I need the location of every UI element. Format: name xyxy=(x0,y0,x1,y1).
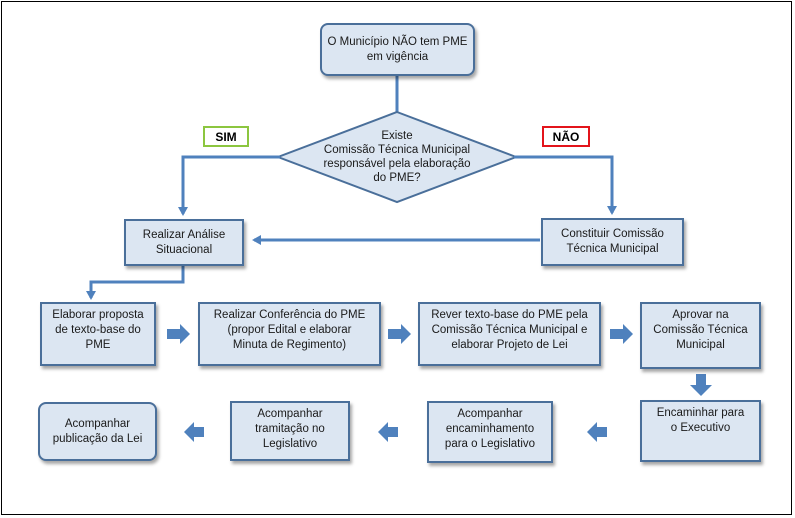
step-review: Rever texto-base do PME pela Comissão Té… xyxy=(418,302,601,366)
connector-yes-branch xyxy=(178,155,280,216)
step-follow-legislative: Acompanhar tramitação no Legislativo xyxy=(230,401,350,461)
block-arrow-left-1 xyxy=(587,422,607,442)
block-arrow-down xyxy=(690,374,712,396)
step-follow-forwarding: Acompanhar encaminhamento para o Legisla… xyxy=(427,401,553,463)
block-arrow-left-3 xyxy=(184,422,204,442)
block-arrow-right-2 xyxy=(388,324,411,344)
no-label: NÃO xyxy=(542,126,590,147)
decision-diamond xyxy=(275,110,519,204)
analysis-node: Realizar Análise Situacional xyxy=(124,219,244,266)
decision-text: Existe Comissão Técnica Municipal respon… xyxy=(323,130,471,184)
yes-label: SIM xyxy=(203,126,249,147)
start-node: O Município NÃO tem PME em vigência xyxy=(320,23,475,76)
step-proposal: Elaborar proposta de texto-base do PME xyxy=(40,302,156,366)
block-arrow-left-2 xyxy=(378,422,398,442)
step-approve: Aprovar na Comissão Técnica Municipal xyxy=(640,302,761,369)
connector-no-branch xyxy=(514,155,617,215)
step-conference: Realizar Conferência do PME (propor Edit… xyxy=(198,302,381,366)
block-arrow-right-3 xyxy=(610,324,633,344)
end-node: Acompanhar publicação da Lei xyxy=(38,402,157,461)
commission-node: Constituir Comissão Técnica Municipal xyxy=(541,218,684,266)
block-arrow-right-1 xyxy=(167,324,190,344)
step-executive: Encaminhar para o Executivo xyxy=(640,400,761,462)
connector-analysis-to-proposal xyxy=(86,266,185,300)
